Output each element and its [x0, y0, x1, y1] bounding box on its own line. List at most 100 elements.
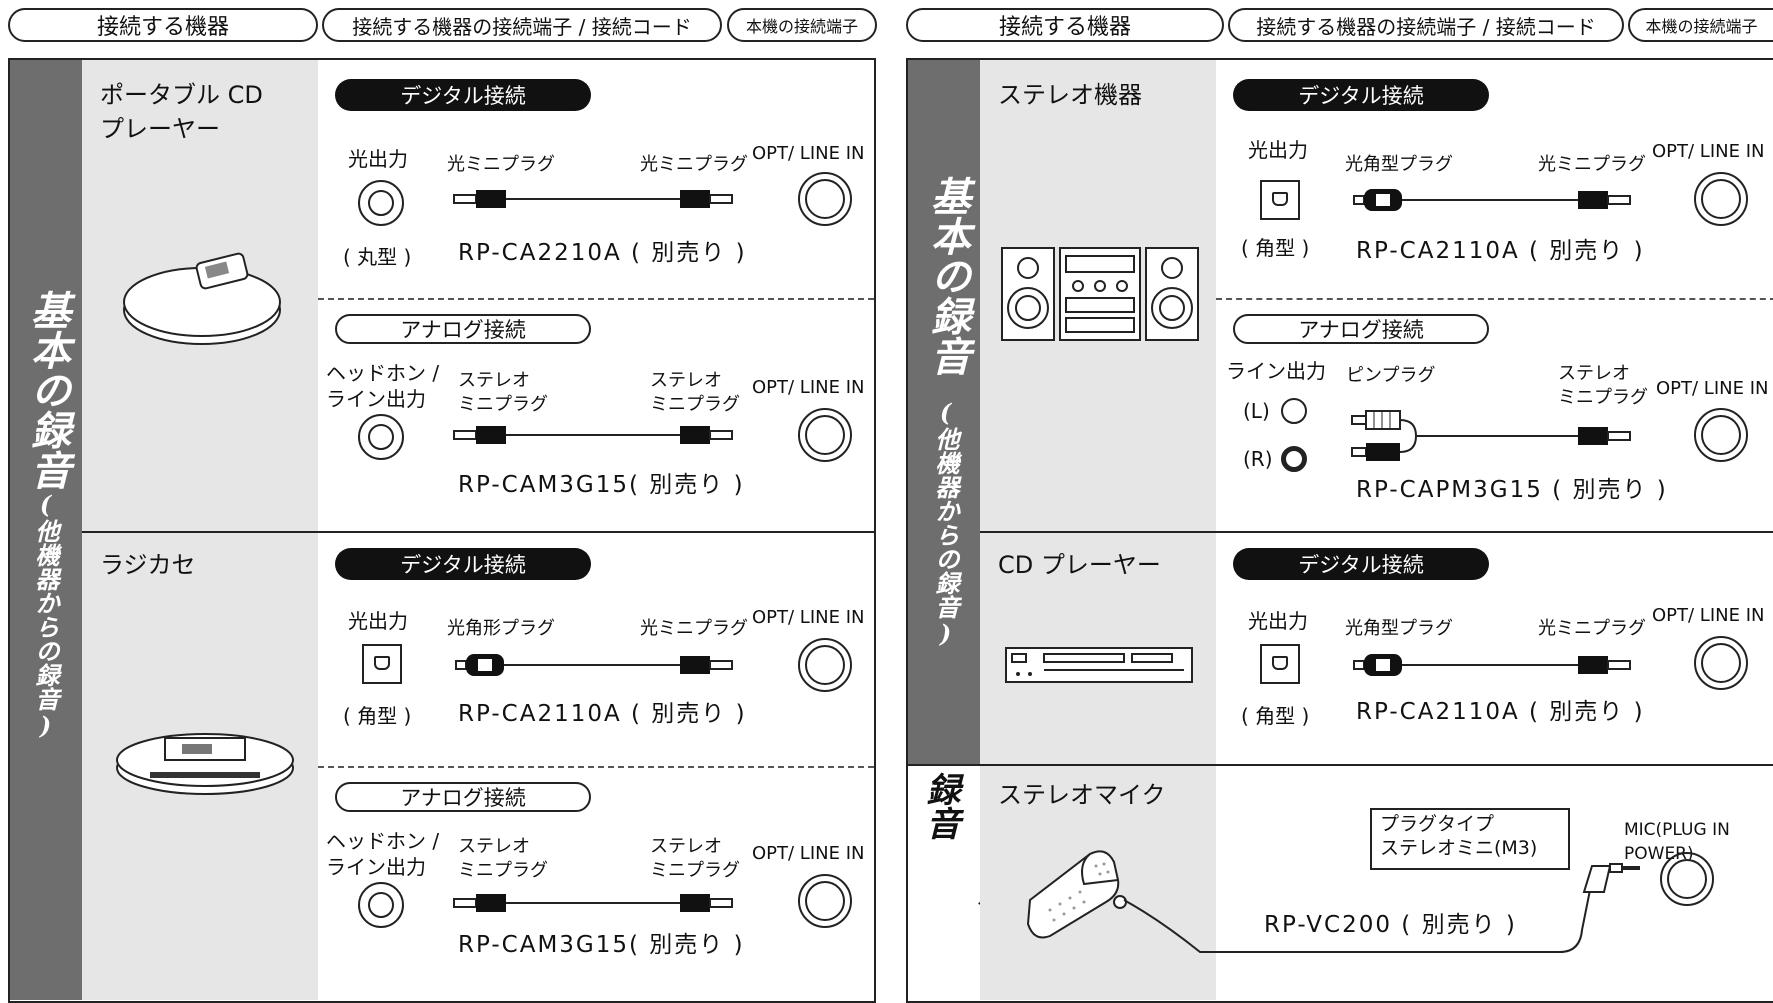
rca-left-jack [1281, 398, 1307, 424]
label-plug-b: ステレオ ミニプラグ [650, 370, 740, 415]
cable-model: RP-CA2110A ( 別売り ) [1356, 238, 1645, 264]
opt-line-in-jack [1694, 636, 1748, 690]
round-optical-jack [358, 180, 404, 226]
stereo-mini-cable-icon [453, 426, 733, 444]
badge-digital: デジタル接続 [1233, 79, 1489, 111]
label-input: OPT/ LINE IN [1652, 141, 1765, 162]
label-plug-a: 光角型プラグ [1345, 154, 1453, 175]
right-side-sub: (他機器からの録音) [931, 398, 960, 648]
badge-analog: アナログ接続 [335, 782, 591, 812]
left-dash-2 [318, 766, 874, 768]
label-plug-b: 光ミニプラグ [1538, 618, 1646, 639]
stereo-system-illustration [1001, 247, 1199, 341]
right-dash-1 [1216, 298, 1773, 300]
cd-player-illustration [1005, 647, 1193, 683]
label-plug-b: 光ミニプラグ [640, 154, 748, 175]
badge-digital: デジタル接続 [335, 548, 591, 580]
cable-model: RP-CA2110A ( 別売り ) [1356, 699, 1645, 725]
label-input: OPT/ LINE IN [752, 843, 865, 864]
label-left-channel: (L) [1243, 399, 1270, 423]
label-plug-b: 光ミニプラグ [640, 618, 748, 639]
left-dash-1 [318, 298, 874, 300]
label-shape: ( 角型 ) [343, 704, 412, 728]
label-shape: ( 角型 ) [1241, 236, 1310, 260]
stereo-mini-cable-icon [453, 894, 733, 912]
right-row-divider [980, 531, 1773, 533]
opt-line-in-jack [798, 172, 852, 226]
label-optical-out: 光出力 [1248, 609, 1308, 633]
header-unit: 本機の接続端子 [727, 8, 877, 42]
label-shape: ( 丸型 ) [343, 245, 412, 269]
radio-cassette-illustration [116, 733, 294, 795]
cable-model: RP-CAPM3G15 ( 別売り ) [1356, 477, 1668, 503]
right-side-label: 基本の録音 [924, 176, 971, 376]
optical-mini-cable-icon [453, 190, 733, 208]
optical-square-cable-icon [1353, 189, 1631, 211]
label-plug-a: ピンプラグ [1346, 365, 1436, 386]
label-input: OPT/ LINE IN [752, 377, 865, 398]
label-headphone-out: ヘッドホン / ライン出力 [326, 829, 440, 879]
badge-analog: アナログ接続 [1233, 314, 1489, 344]
cable-model: RP-CAM3G15( 別売り ) [458, 932, 745, 958]
label-plug-a: 光角型プラグ [1345, 618, 1453, 639]
mic-input-jack [1660, 852, 1714, 906]
label-plug-a: 光角形プラグ [447, 618, 555, 639]
opt-line-in-jack [798, 638, 852, 692]
cable-model: RP-VC200 ( 別売り ) [1264, 912, 1517, 938]
label-plug-a: 光ミニプラグ [447, 154, 555, 175]
label-input: OPT/ LINE IN [1656, 378, 1769, 399]
label-optical-out: 光出力 [348, 609, 408, 633]
portable-cd-illustration [123, 252, 281, 345]
badge-digital: デジタル接続 [335, 79, 591, 111]
mini-plug-icon [1582, 863, 1640, 893]
label-plug-a: ステレオ ミニプラグ [458, 370, 548, 415]
right-device-column [980, 60, 1216, 1000]
cable-model: RP-CA2210A ( 別売り ) [458, 240, 747, 266]
label-plug-b: ステレオ ミニプラグ [650, 836, 740, 881]
left-side-sub: (他機器からの録音) [31, 490, 60, 740]
label-plug-b: ステレオ ミニプラグ [1558, 363, 1648, 408]
header-terminal: 接続する機器の接続端子 / 接続コード [1228, 8, 1624, 42]
label-right-channel: (R) [1243, 447, 1273, 471]
label-line-out: ライン出力 [1226, 359, 1326, 383]
header-device: 接続する機器 [8, 8, 318, 42]
headphone-jack [358, 882, 404, 928]
label-plug-b: 光ミニプラグ [1538, 154, 1646, 175]
label-input: OPT/ LINE IN [752, 143, 865, 164]
left-device-column [82, 60, 318, 1000]
opt-line-in-jack [1694, 172, 1748, 226]
badge-analog: アナログ接続 [335, 314, 591, 344]
square-optical-jack [1260, 644, 1300, 684]
mic-cable-line [1123, 889, 1591, 953]
right-row-divider [908, 764, 1773, 766]
badge-digital: デジタル接続 [1233, 548, 1489, 580]
pin-plug-cable-icon [1351, 410, 1631, 461]
device-name-stereo-mic: ステレオマイク [998, 781, 1166, 809]
device-name-cd-player: CD プレーヤー [998, 551, 1161, 579]
rca-right-jack [1281, 446, 1307, 472]
device-name-radio-cassette: ラジカセ [100, 551, 196, 579]
cable-model: RP-CAM3G15( 別売り ) [458, 472, 745, 498]
header-device: 接続する機器 [906, 8, 1224, 42]
left-side-label: 基本の録音 [24, 290, 71, 490]
device-name-portable-cd: ポータブル CD プレーヤー [100, 81, 263, 143]
label-input: OPT/ LINE IN [1652, 605, 1765, 626]
square-optical-jack [362, 644, 402, 684]
label-optical-out: 光出力 [1248, 138, 1308, 162]
opt-line-in-jack [798, 874, 852, 928]
left-side-band [10, 60, 82, 1000]
label-optical-out: 光出力 [348, 147, 408, 171]
right-side-band [908, 60, 980, 764]
label-plug-a: ステレオ ミニプラグ [458, 836, 548, 881]
square-optical-jack [1260, 180, 1300, 220]
label-headphone-out: ヘッドホン / ライン出力 [326, 361, 440, 411]
opt-line-in-jack [798, 408, 852, 462]
device-name-stereo: ステレオ機器 [998, 81, 1142, 109]
header-unit: 本機の接続端子 [1628, 8, 1773, 42]
left-row-divider [82, 531, 874, 533]
label-input: OPT/ LINE IN [752, 607, 865, 628]
optical-square-cable-icon [455, 654, 733, 676]
cable-model: RP-CA2110A ( 別売り ) [458, 701, 747, 727]
optical-square-cable-icon [1353, 654, 1631, 676]
plug-type-box: プラグタイプ ステレオミニ(M3) [1370, 808, 1570, 870]
